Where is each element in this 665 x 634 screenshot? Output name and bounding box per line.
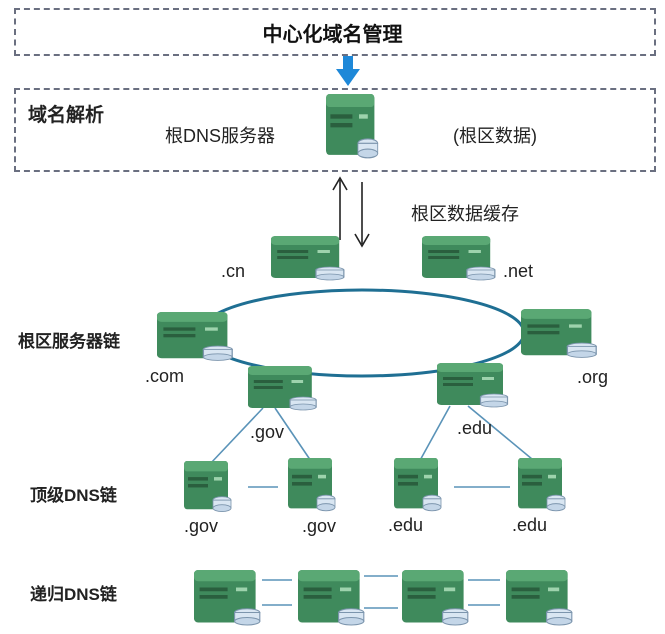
tld-server-edu-1-icon — [393, 457, 442, 512]
server-ring-edu-icon — [436, 362, 509, 408]
ring-server-label: .gov — [250, 422, 285, 442]
ring-server-label: .com — [145, 366, 185, 386]
tld-server-edu-2-icon — [517, 457, 566, 512]
tld-server-label: .edu — [388, 515, 424, 535]
recursive-server-1-icon — [193, 569, 261, 626]
root-server-chain-label: 根区服务器链 — [18, 332, 120, 351]
resolution-box — [14, 88, 656, 172]
domain-resolution-label: 域名解析 — [28, 105, 105, 126]
tld-server-label: .gov — [184, 516, 219, 536]
root-dns-server-label: 根DNS服务器 — [165, 126, 276, 146]
server-ring-gov-icon — [247, 365, 317, 411]
tld-server-gov-2-icon — [287, 457, 336, 512]
server-com-icon — [156, 311, 233, 362]
server-net-icon — [421, 235, 496, 281]
cache-sync-arrows-icon — [332, 176, 370, 248]
server-cn-icon — [270, 235, 345, 281]
centralized-management-box — [14, 8, 656, 56]
recursive-server-3-icon — [401, 569, 469, 626]
ring-server-label: .net — [503, 261, 534, 281]
down-arrow-icon — [336, 56, 360, 86]
tld-links — [209, 405, 539, 488]
tld-dns-chain-label: 顶级DNS链 — [30, 486, 117, 505]
ring-server-label: .edu — [457, 418, 493, 438]
root-zone-data-label: (根区数据) — [453, 126, 537, 146]
ring-server-label: .cn — [221, 261, 246, 281]
tld-server-label: .gov — [302, 516, 337, 536]
server-org-icon — [520, 308, 597, 359]
ring-server-label: .org — [577, 367, 609, 387]
tld-server-label: .edu — [512, 515, 548, 535]
recursive-server-4-icon — [505, 569, 573, 626]
diagram-title: 中心化域名管理 — [262, 24, 403, 46]
recursive-dns-chain-label: 递归DNS链 — [30, 585, 117, 604]
recursive-server-2-icon — [297, 569, 365, 626]
root-dns-server-icon — [325, 93, 379, 159]
root-zone-cache-label: 根区数据缓存 — [411, 204, 519, 224]
recursive-links — [262, 575, 500, 609]
tld-server-gov-1-icon — [183, 460, 232, 513]
